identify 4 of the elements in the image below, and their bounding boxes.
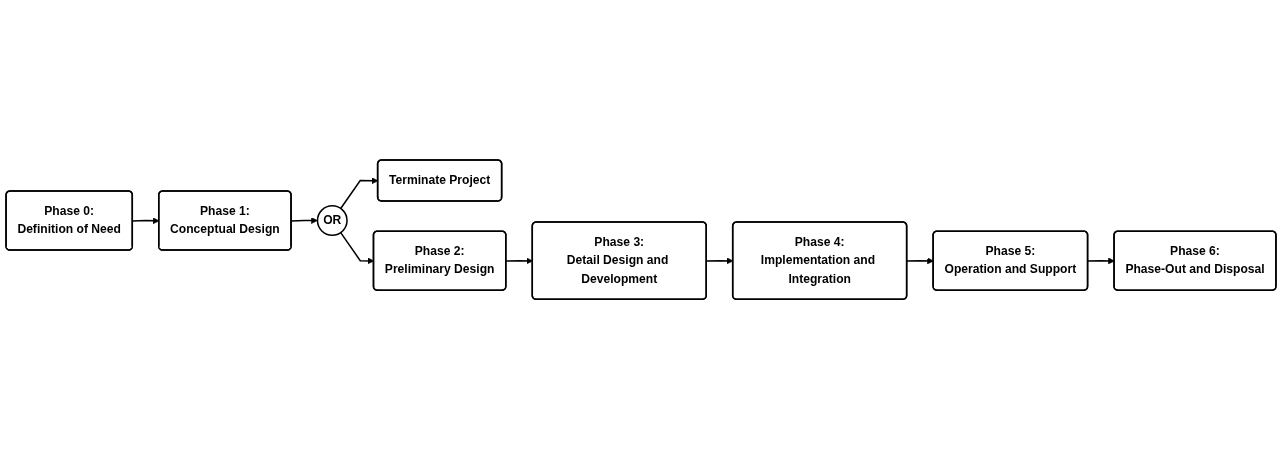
arrow: [505, 257, 533, 265]
node-circle: OR: [316, 204, 348, 236]
arrow: [1087, 257, 1115, 265]
arrow: [906, 257, 934, 265]
